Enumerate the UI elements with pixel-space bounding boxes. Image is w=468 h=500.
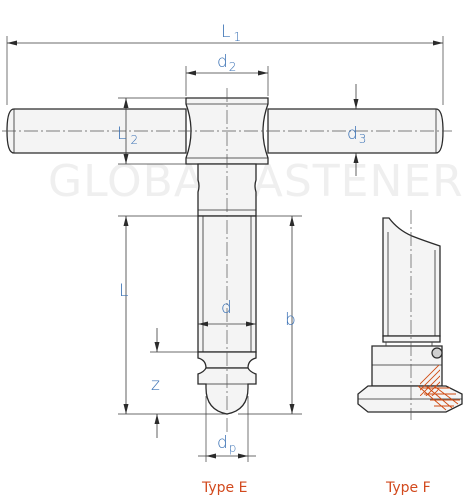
type-e-caption: Type E — [201, 480, 247, 496]
dp-arrow-right — [238, 453, 248, 459]
d2-arrow-left — [186, 70, 196, 76]
dp-arrow-left — [206, 453, 216, 459]
type-f-hatch-lower — [420, 387, 460, 407]
l1-arrow-right — [433, 40, 443, 46]
label-b: b — [285, 310, 296, 330]
type-f-view: Type F — [357, 210, 463, 496]
type-f-neck — [382, 335, 441, 343]
d3-arrow-top — [353, 99, 359, 109]
type-f-shank — [382, 217, 441, 337]
l2-arrow-top — [123, 98, 129, 108]
type-f-hatch-diag-2 — [425, 385, 453, 409]
type-f-caption: Type F — [385, 480, 431, 496]
z-arrow-top — [154, 342, 160, 352]
l-arrow-top — [123, 216, 129, 226]
z-arrow-bottom — [154, 414, 160, 424]
d3-arrow-bottom — [353, 153, 359, 163]
label-d3: d3 — [347, 124, 366, 146]
type-f-hatch-diag-3 — [433, 385, 459, 405]
label-d2: d2 — [217, 52, 236, 74]
l-arrow-bottom — [123, 404, 129, 414]
label-dp: dp — [217, 433, 236, 455]
type-f-ball-detent — [431, 347, 443, 359]
d-arrow-left — [198, 321, 208, 327]
d2-arrow-right — [258, 70, 268, 76]
label-d: d — [221, 298, 232, 318]
label-z: z — [151, 375, 160, 395]
b-arrow-bottom — [289, 404, 295, 414]
d-arrow-right — [246, 321, 256, 327]
l1-arrow-left — [7, 40, 17, 46]
type-f-hatch-diag-1 — [417, 385, 447, 411]
l2-arrow-bottom — [123, 154, 129, 164]
label-l: L — [119, 281, 128, 301]
b-arrow-top — [289, 216, 295, 226]
